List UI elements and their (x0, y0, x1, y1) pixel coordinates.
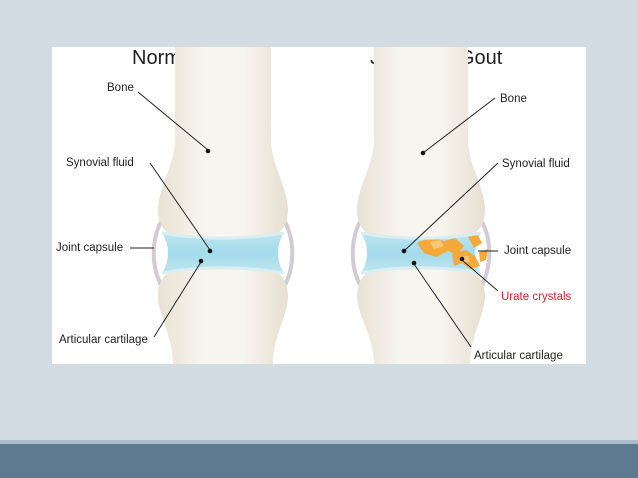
right-articular-cartilage-upper (360, 231, 482, 240)
footer-divider (0, 440, 638, 444)
left-synovial-fluid (162, 233, 284, 273)
left-label-joint-capsule: Joint capsule (56, 242, 123, 254)
right-label-synovial-fluid: Synovial fluid (502, 158, 570, 170)
right-articular-cartilage-lower (360, 266, 482, 275)
footer-bar (0, 444, 638, 478)
left-label-articular-cartilage: Articular cartilage (59, 334, 148, 346)
right-label-articular-cartilage: Articular cartilage (474, 350, 563, 362)
right-label-bone: Bone (500, 93, 527, 105)
left-upper-bone (158, 47, 288, 238)
left-label-bone: Bone (107, 82, 134, 94)
diagram-canvas: Normal Joint Bone Synovial fluid Joint c… (56, 47, 572, 364)
right-leader-lines (403, 97, 499, 348)
right-upper-bone (357, 47, 485, 238)
right-label-joint-capsule: Joint capsule (504, 245, 571, 257)
left-lower-bone (158, 268, 288, 364)
left-articular-cartilage-lower (161, 266, 285, 275)
left-label-synovial-fluid: Synovial fluid (66, 157, 134, 169)
left-leader-dots (198, 148, 213, 264)
gout-joint-diagram: Normal Joint Bone Synovial fluid Joint c… (52, 47, 586, 364)
right-label-urate-crystals: Urate crystals (501, 291, 572, 303)
left-leader-lines (130, 91, 211, 338)
right-leader-dots (401, 150, 465, 266)
right-lower-bone (357, 268, 485, 364)
left-articular-cartilage-upper (161, 231, 285, 240)
